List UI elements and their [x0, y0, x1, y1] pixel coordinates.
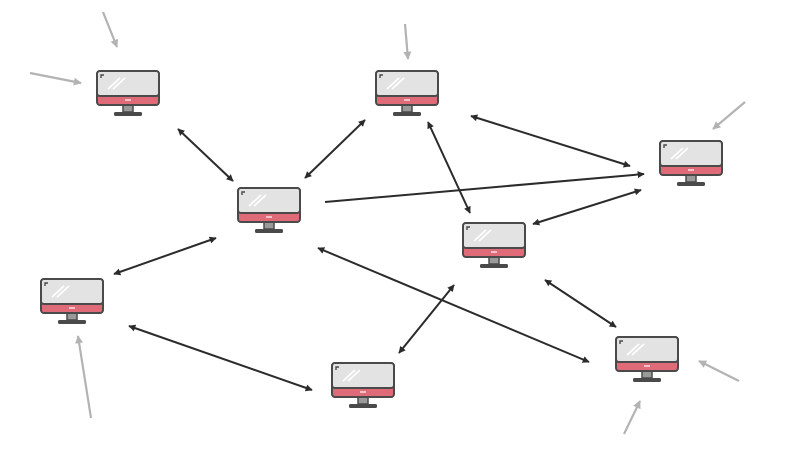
connection-pc-top-left-to-pc-center-left	[177, 128, 234, 182]
monitor-icon	[462, 222, 526, 268]
connection-pc-top-middle-to-pc-center-right	[427, 121, 471, 214]
connection-pc-center-left-to-pc-bottom-right	[317, 247, 590, 363]
monitor-icon	[96, 70, 160, 116]
monitor-icon	[659, 140, 723, 186]
connections	[113, 114, 645, 392]
connection-pc-center-left-to-pc-right	[324, 171, 645, 203]
incoming-arrow-pc-right	[712, 101, 746, 130]
incoming-arrow-pc-top-middle	[403, 23, 412, 60]
monitor-icon	[615, 336, 679, 382]
monitor-icon	[375, 70, 439, 116]
monitor-icon	[237, 187, 301, 233]
incoming-arrow-pc-bottom-right	[698, 360, 740, 382]
connection-pc-center-right-to-pc-right	[532, 188, 642, 226]
incoming-arrows	[29, 11, 746, 435]
incoming-arrow-pc-top-left	[29, 71, 82, 86]
connection-pc-top-middle-to-pc-right	[470, 114, 631, 168]
monitor-icon	[331, 362, 395, 408]
incoming-arrow-pc-top-left	[101, 11, 119, 48]
incoming-arrow-pc-left	[75, 335, 93, 419]
incoming-arrow-pc-bottom-right	[623, 400, 641, 435]
connection-pc-center-left-to-pc-top-middle	[304, 119, 366, 179]
monitor-icon	[40, 278, 104, 324]
computers	[40, 70, 723, 408]
connection-pc-left-to-pc-center-left	[113, 236, 217, 276]
connection-pc-center-right-to-pc-bottom-right	[544, 279, 617, 328]
connection-pc-bottom-middle-to-pc-center-right	[398, 284, 455, 354]
connection-pc-left-to-pc-bottom-middle	[128, 324, 313, 392]
